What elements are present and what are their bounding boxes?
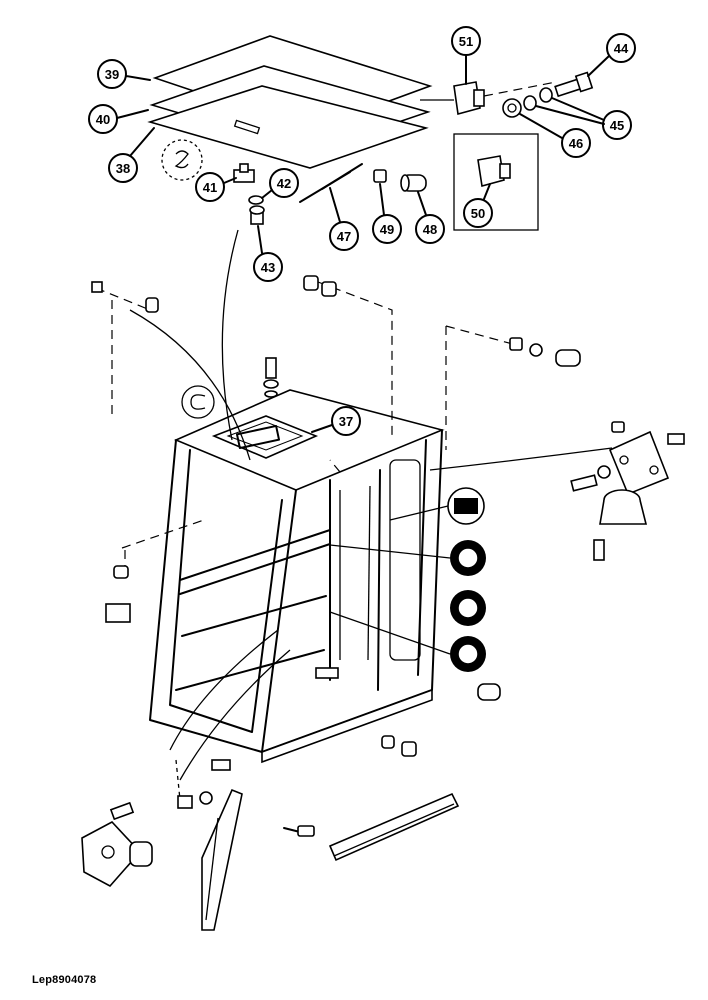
- drawing-reference-code: Lep8904078: [32, 974, 97, 986]
- callout-51: 51: [451, 26, 481, 85]
- washer-45: [523, 87, 553, 111]
- callout-39: 39: [97, 59, 151, 89]
- svg-text:39: 39: [105, 67, 119, 82]
- inset-box-hinge-50: [453, 133, 539, 231]
- bolt-43: [249, 205, 265, 225]
- svg-text:48: 48: [423, 222, 437, 237]
- callout-37: 37: [311, 406, 361, 436]
- callout-46: 46: [519, 113, 591, 158]
- view-marker-s-icon: [161, 139, 203, 181]
- svg-text:40: 40: [96, 112, 110, 127]
- grommet-1: [450, 540, 486, 576]
- screw-lower-mid: [315, 667, 501, 701]
- svg-text:44: 44: [614, 41, 629, 56]
- nut-49: [373, 169, 387, 183]
- bushing-48: [400, 174, 427, 192]
- cab-frame: [149, 389, 445, 764]
- hinge-plate-bottom-left: [81, 801, 153, 888]
- grommet-3: [450, 636, 486, 672]
- callout-45: 45: [535, 97, 632, 140]
- callout-50: 50: [463, 183, 493, 228]
- svg-text:51: 51: [459, 34, 473, 49]
- bracket-41: [233, 163, 255, 183]
- screw-44: [554, 71, 594, 98]
- view-marker-u-icon: [181, 385, 215, 419]
- washer-42: [248, 195, 264, 205]
- svg-text:50: 50: [471, 206, 485, 221]
- svg-text:41: 41: [203, 180, 217, 195]
- nut-left-mid: [105, 565, 131, 623]
- nut-pair-bottom: [381, 735, 417, 757]
- bushing-right: [509, 337, 581, 367]
- callout-43: 43: [253, 225, 283, 282]
- svg-text:47: 47: [337, 229, 351, 244]
- svg-text:49: 49: [380, 222, 394, 237]
- callout-48: 48: [415, 191, 445, 244]
- nut-pair-top: [303, 275, 337, 297]
- nut-46: [502, 98, 522, 118]
- gas-strut-47: [299, 163, 363, 203]
- hinge-51: [453, 81, 485, 116]
- svg-text:37: 37: [339, 414, 353, 429]
- grommet-2: [450, 590, 486, 626]
- svg-text:46: 46: [569, 136, 583, 151]
- svg-text:38: 38: [116, 161, 130, 176]
- mount-bracket-right: [593, 489, 648, 561]
- callout-47: 47: [329, 187, 359, 251]
- roof-panel-38: [147, 85, 429, 169]
- callout-38: 38: [108, 127, 155, 183]
- label-block: [447, 487, 485, 525]
- mount-plate-right: [570, 421, 685, 496]
- roof-bolt: [263, 357, 279, 398]
- svg-text:45: 45: [610, 118, 624, 133]
- handle-rail: [201, 788, 243, 931]
- screw-upper-left: [91, 281, 159, 313]
- screw-lower-left: [177, 759, 231, 809]
- pin: [283, 825, 315, 837]
- callout-41: 41: [195, 172, 237, 202]
- seal-strip: [328, 792, 460, 862]
- callout-44: 44: [587, 33, 636, 77]
- svg-text:43: 43: [261, 260, 275, 275]
- callout-42: 42: [261, 168, 299, 199]
- svg-text:42: 42: [277, 176, 291, 191]
- callout-49: 49: [372, 183, 402, 244]
- callout-40: 40: [88, 104, 149, 134]
